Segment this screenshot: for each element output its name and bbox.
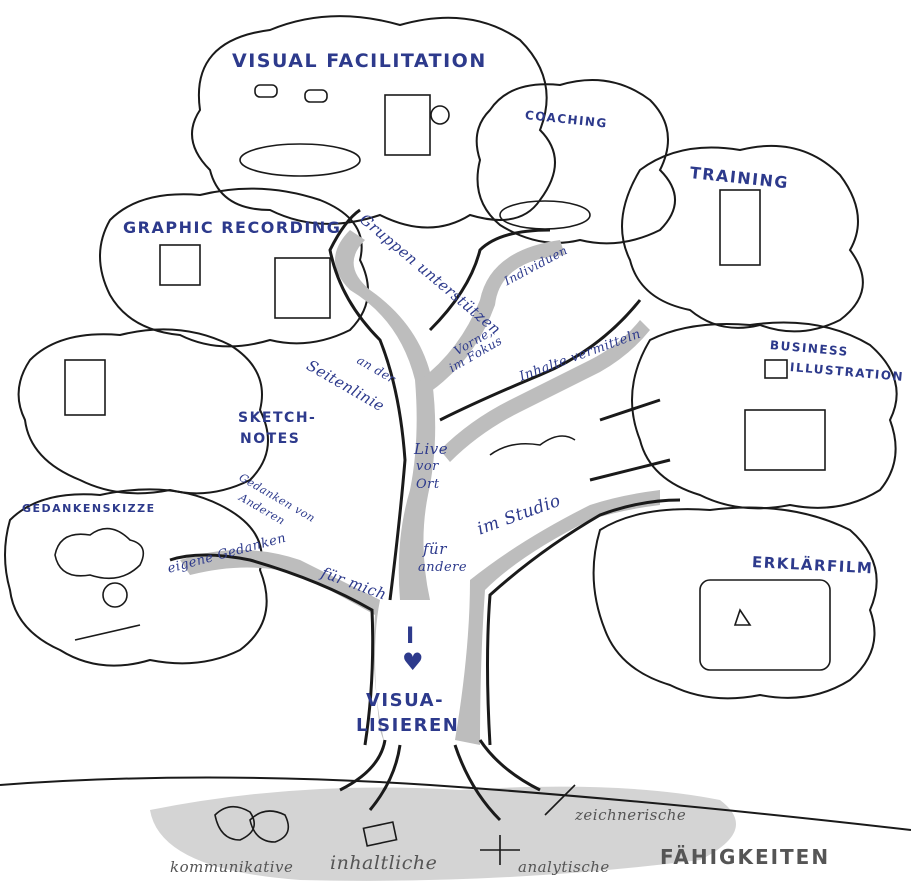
branch-live-1: Live [414,440,449,458]
label-visual-facilitation: VISUAL FACILITATION [232,50,487,72]
root-kommunikative: kommunikative [170,858,294,876]
branch-fuer-andere-1: für [423,540,447,558]
branch-fuer-andere-2: andere [418,560,468,575]
branch-live-2: vor [416,459,439,474]
scene-doodles [54,84,831,865]
canopy-clouds [4,15,898,700]
label-sketchnotes-2: NOTES [240,431,301,447]
heart-icon: ♥ [402,648,425,676]
label-graphic-recording: GRAPHIC RECORDING [123,218,342,237]
trunk-i: I [406,624,416,649]
ground-line [0,776,911,831]
label-gedankenskizze: GEDANKENSKIZZE [22,502,156,515]
root-inhaltliche: inhaltliche [330,852,438,874]
trunk-visualisieren-1: VISUA- [366,690,445,711]
ground-shadow [150,786,736,881]
root-faehigkeiten: FÄHIGKEITEN [660,845,831,869]
branch-live-3: Ort [416,477,440,492]
trunk-visualisieren-2: LISIEREN [356,715,460,736]
root-analytische: analytische [518,858,610,876]
root-zeichnerische: zeichnerische [575,806,687,824]
label-sketchnotes-1: SKETCH- [238,410,317,426]
tree-structure [169,208,681,822]
